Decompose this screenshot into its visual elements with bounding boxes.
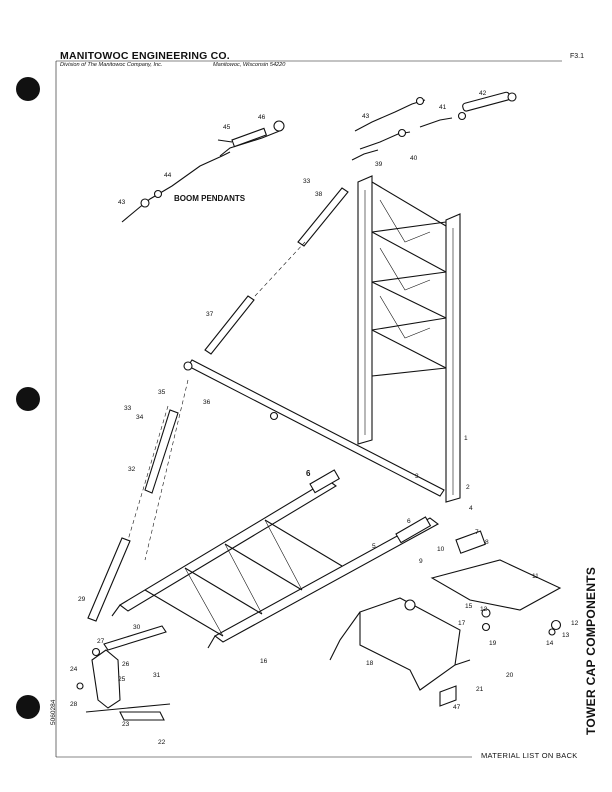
callout-15: 15 [465,603,473,610]
callout-20: 20 [506,672,514,679]
callout-36: 36 [203,399,211,406]
tower-mast [357,175,461,503]
callout-29: 29 [78,596,86,603]
callout-40: 40 [410,155,418,162]
callout-7: 7 [475,529,479,536]
page-id: F3.1 [570,53,585,60]
callout-27: 27 [97,638,105,645]
callout-24: 24 [70,666,78,673]
callout-9: 9 [419,558,423,565]
callout-6-bold: 6 [306,469,311,478]
callout-12b: 12 [571,620,579,627]
binder-hole-top [16,77,40,101]
callout-33b: 33 [303,178,311,185]
callout-44: 44 [164,172,172,179]
top-pendant-links [351,91,517,161]
division-text: Division of The Manitowoc Company, Inc. [60,62,163,68]
callout-4: 4 [469,505,473,512]
callout-2: 2 [466,484,470,491]
callout-19: 19 [489,640,497,647]
callout-26: 26 [122,661,130,668]
callout-42: 42 [479,90,487,97]
boom-pendants-group [121,120,285,223]
callout-12a: 12 [480,606,488,613]
callout-16: 16 [260,658,268,665]
callout-8: 8 [485,539,489,546]
binder-hole-bottom [16,695,40,719]
callout-37: 37 [206,311,214,318]
callout-23: 23 [122,721,130,728]
struts [87,187,445,622]
callout-17: 17 [458,620,466,627]
callout-31: 31 [153,672,161,679]
callout-43a: 43 [118,199,126,206]
binder-hole-middle [16,387,40,411]
page-frame [55,60,562,758]
callout-46: 46 [258,114,266,121]
callout-21: 21 [476,686,484,693]
callout-30: 30 [133,624,141,631]
callout-38: 38 [315,191,323,198]
callout-25: 25 [118,676,126,683]
pivot-linkage [76,625,171,721]
location-text: Manitowoc, Wisconsin 54220 [213,62,286,68]
callout-35: 35 [158,389,166,396]
callout-14: 14 [546,640,554,647]
callout-39: 39 [375,161,383,168]
callout-labels: 1 2 3 4 5 6 7 8 9 10 11 12 12 13 14 15 1… [70,90,579,746]
callout-33a: 33 [124,405,132,412]
callout-10: 10 [437,546,445,553]
callout-47: 47 [453,704,461,711]
callout-34: 34 [136,414,144,421]
callout-1: 1 [464,435,468,442]
boom-pendants-label: BOOM PENDANTS [174,194,246,203]
material-list-note: MATERIAL LIST ON BACK [481,751,578,760]
callout-6-small: 6 [407,518,411,525]
lower-boom-frame [111,469,440,649]
callout-18: 18 [366,660,374,667]
callout-45: 45 [223,124,231,131]
callout-43b: 43 [362,113,370,120]
callout-11: 11 [532,573,539,580]
callout-3: 3 [415,473,419,480]
callout-13: 13 [562,632,570,639]
callout-22: 22 [158,739,166,746]
callout-5: 5 [372,543,376,550]
callout-32: 32 [128,466,136,473]
callout-41: 41 [439,104,447,111]
company-name: MANITOWOC ENGINEERING CO. [60,50,230,62]
tower-cap-base [329,530,562,707]
callout-28: 28 [70,701,78,708]
